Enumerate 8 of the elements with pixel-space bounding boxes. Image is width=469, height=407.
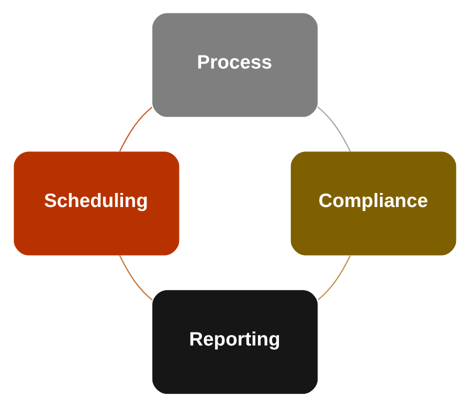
node-box: Compliance: [290, 152, 456, 256]
node-box: Scheduling: [13, 152, 179, 256]
connector: [118, 106, 152, 152]
connector: [316, 106, 350, 152]
node-box: Process: [152, 13, 318, 117]
node-box: Reporting: [152, 290, 318, 394]
connector: [317, 255, 350, 300]
connector: [118, 255, 152, 301]
